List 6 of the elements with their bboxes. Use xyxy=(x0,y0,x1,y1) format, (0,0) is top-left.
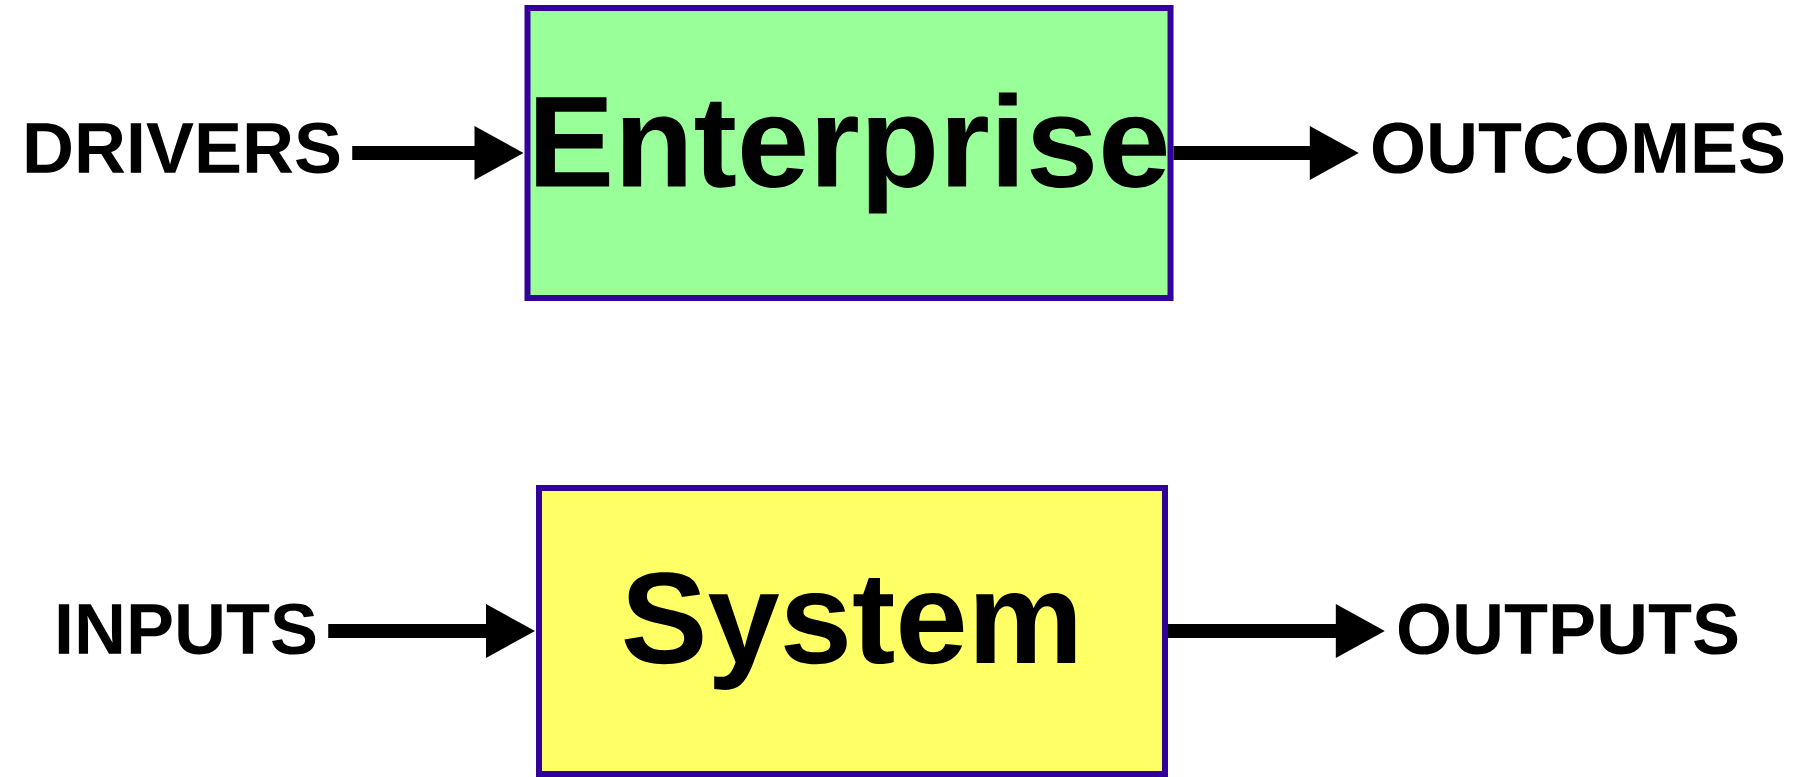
label-text: OUTPUTS xyxy=(1398,603,1738,655)
process-box: System xyxy=(536,485,1168,777)
label-text: OUTCOMES xyxy=(1372,122,1784,174)
label-text: INPUTS xyxy=(58,603,316,655)
label-text: DRIVERS xyxy=(26,122,340,174)
process-box: Enterprise xyxy=(524,5,1174,301)
